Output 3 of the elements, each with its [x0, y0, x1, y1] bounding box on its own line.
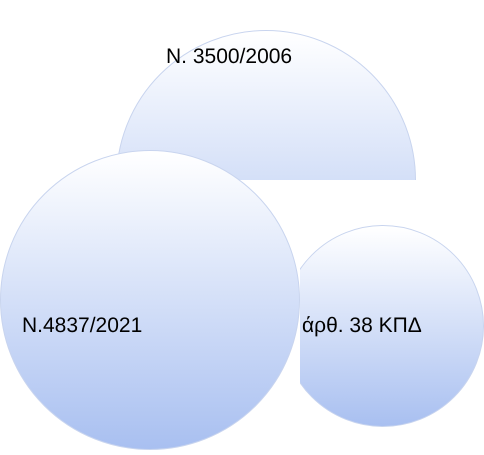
circle-label: άρθ. 38 ΚΠΔ	[302, 314, 422, 338]
circle-label: Ν.4837/2021	[22, 314, 142, 338]
circle-label: Ν. 3500/2006	[166, 45, 292, 69]
